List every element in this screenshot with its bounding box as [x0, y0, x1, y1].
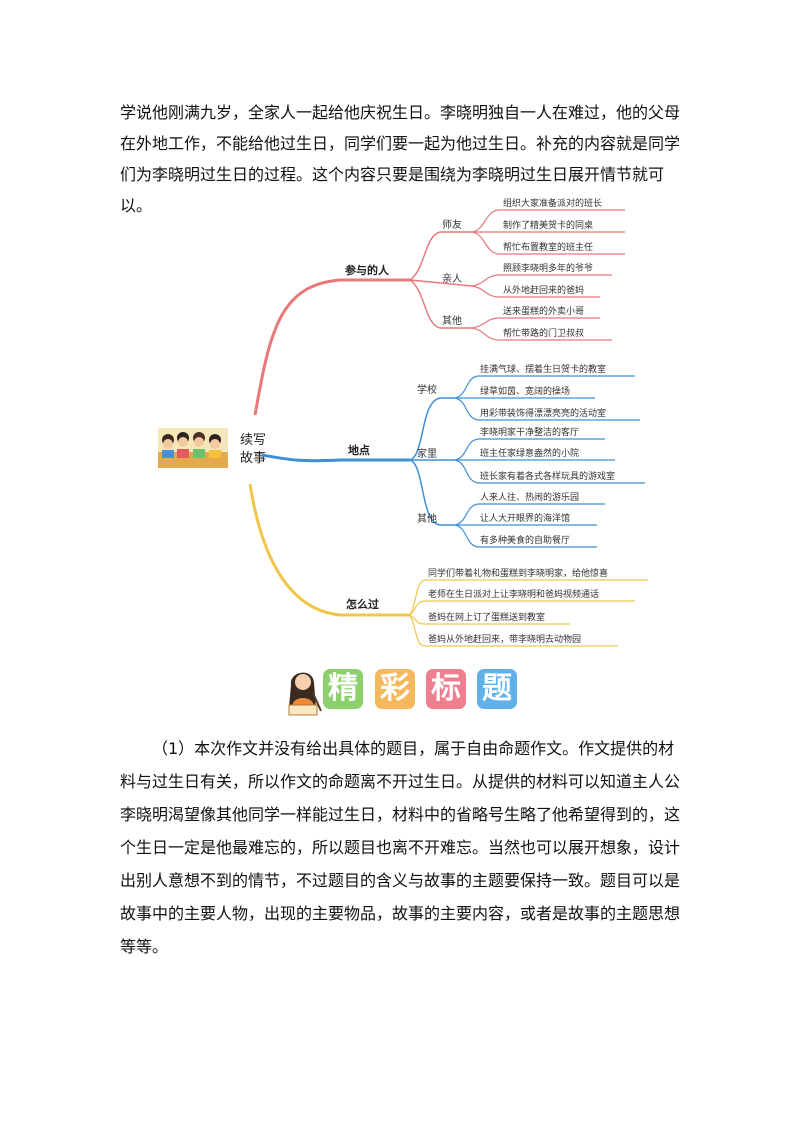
- leaf-item: 制作了精美贺卡的同桌: [503, 219, 593, 231]
- leaf-item: 挂满气球、摆着生日贺卡的教室: [480, 363, 606, 375]
- section-title: 精 彩 标 题: [283, 663, 523, 717]
- title-char-biao: 标: [426, 669, 466, 709]
- leaf-item: 组织大家准备派对的班长: [503, 197, 602, 209]
- title-char-ti: 题: [477, 669, 517, 709]
- branch-label-people: 参与的人: [345, 263, 390, 277]
- girl-writing-icon: [288, 672, 322, 716]
- leaf-item: 用彩带装饰得漂漂亮亮的活动室: [480, 407, 606, 419]
- branch-label-places: 地点: [348, 443, 370, 457]
- body-line: 出别人意想不到的情节，不过题目的含义与故事的主题要保持一致。题目可以是: [120, 871, 681, 890]
- root-label-line2: 故事: [240, 451, 266, 466]
- title-char-cai: 彩: [375, 669, 415, 709]
- branch-label-how: 怎么过: [346, 597, 379, 611]
- body-line: （1）本次作文并没有给出具体的题目，属于自由命题作文。作文提供的材: [152, 739, 675, 758]
- body-line: 等等。: [120, 937, 169, 956]
- group-label-teachers-friends: 师友: [442, 218, 462, 231]
- leaf-item: 爸妈从外地赶回来，带李晓明去动物园: [428, 633, 581, 645]
- leaf-item: 帮忙带路的门卫叔叔: [503, 327, 584, 339]
- intro-line: 们为李晓明过生日的过程。这个内容只要是围绕为李晓明过生日展开情节就可以。: [120, 165, 665, 215]
- group-label-places-other: 其他: [417, 512, 437, 525]
- leaf-item: 送来蛋糕的外卖小哥: [503, 305, 584, 317]
- children-illustration-icon: [158, 428, 228, 468]
- leaf-item: 有多种美食的自助餐厅: [480, 534, 570, 546]
- group-label-school: 学校: [417, 383, 437, 396]
- leaf-item: 班长家有着各式各样玩具的游戏室: [480, 470, 615, 482]
- leaf-item: 李晓明家干净整洁的客厅: [480, 426, 579, 438]
- leaf-item: 班主任家绿意盎然的小院: [480, 447, 579, 459]
- intro-line: 在外地工作，不能给他过生日，同学们要一起为他过生日。补充的内容就是同学: [120, 134, 681, 153]
- intro-paragraph: 学说他刚满九岁，全家人一起给他庆祝生日。李晓明独自一人在难过，他的父母 在外地工…: [120, 97, 680, 221]
- group-label-home: 家里: [417, 447, 437, 460]
- root-label-line1: 续写: [240, 433, 266, 448]
- intro-line: 学说他刚满九岁，全家人一起给他庆祝生日。李晓明独自一人在难过，他的父母: [120, 103, 681, 122]
- group-label-people-other: 其他: [442, 314, 462, 327]
- leaf-item: 人来人往、热闹的游乐园: [480, 491, 579, 503]
- leaf-item: 让人大开眼界的海洋馆: [480, 512, 570, 524]
- title-char-jing: 精: [323, 669, 363, 709]
- mind-map: 续写 故事 参与的人 地点 怎么过 师友 亲人 其他 组织大家准备派对的班长 制…: [158, 197, 648, 647]
- body-line: 故事中的主要人物，出现的主要物品，故事的主要内容，或者是故事的主题思想: [120, 904, 681, 923]
- group-label-family: 亲人: [442, 272, 462, 285]
- body-line: 个生日一定是他最难忘的，所以题目也离不开难忘。当然也可以展开想象，设计: [120, 838, 681, 857]
- leaf-item: 同学们带着礼物和蛋糕到李晓明家，给他惊喜: [428, 567, 608, 579]
- leaf-item: 照顾李晓明多年的爷爷: [503, 262, 593, 274]
- leaf-item: 从外地赶回来的爸妈: [503, 284, 584, 296]
- body-paragraph: （1）本次作文并没有给出具体的题目，属于自由命题作文。作文提供的材 料与过生日有…: [120, 732, 680, 963]
- body-line: 李晓明渴望像其他同学一样能过生日，材料中的省略号生略了他希望得到的，这: [120, 805, 681, 824]
- body-line: 料与过生日有关，所以作文的命题离不开过生日。从提供的材料可以知道主人公: [120, 772, 681, 791]
- leaf-item: 绿草如茵、宽阔的操场: [480, 385, 570, 397]
- leaf-item: 老师在生日派对上让李晓明和爸妈视频通话: [428, 588, 599, 600]
- leaf-item: 帮忙布置教室的班主任: [503, 241, 593, 253]
- leaf-item: 爸妈在网上订了蛋糕送到教室: [428, 611, 545, 623]
